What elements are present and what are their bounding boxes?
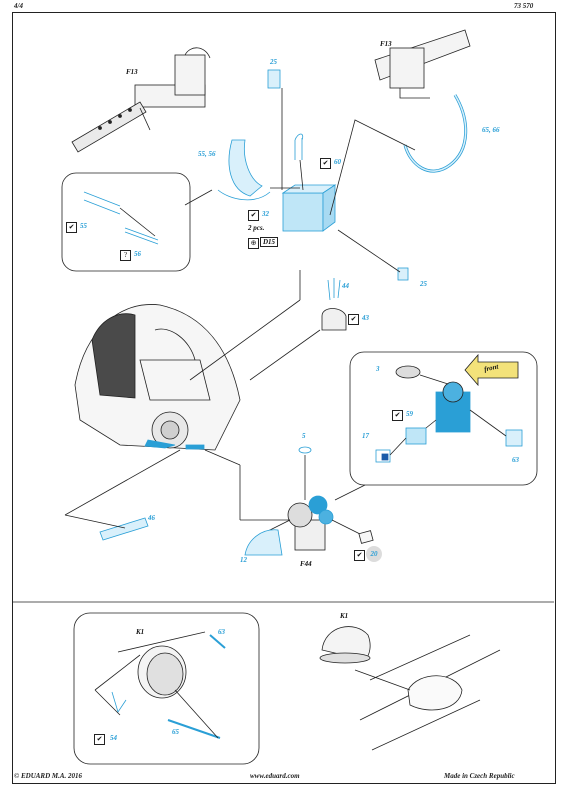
footer-copyright: © EDUARD M.A. 2016 — [14, 772, 83, 780]
part-label-44: 44 — [342, 282, 349, 290]
f13-left-label: F13 — [126, 68, 138, 76]
part-label-65: 65 — [172, 728, 179, 736]
k1-left-label: K1 — [136, 628, 145, 636]
part-label-55: 55 — [80, 222, 87, 230]
check-box: ✔ — [320, 158, 331, 169]
part-label-63: 63 — [512, 456, 519, 464]
part-label-63-bottom: 63 — [218, 628, 225, 636]
kit-code: 73 570 — [514, 2, 534, 10]
part-label-5: 5 — [302, 432, 306, 440]
f44-label: F44 — [300, 560, 312, 568]
machine-gun-right-drawing — [374, 29, 471, 99]
part-label-56: 56 — [134, 250, 141, 258]
part-label-32: 32 — [262, 210, 269, 218]
check-box: ✔ — [66, 222, 77, 233]
check-box: ✔ — [248, 210, 259, 221]
part-label-25-top: 25 — [270, 58, 277, 66]
d15-label: D15 — [260, 237, 279, 247]
part-label-20: 20 — [366, 546, 382, 562]
check-box: ✔ — [348, 314, 359, 325]
part-label-60: 60 — [334, 158, 341, 166]
part-label-43: 43 — [362, 314, 369, 322]
part-label-59: 59 — [406, 410, 413, 418]
part-label-17: 17 — [362, 432, 369, 440]
machine-gun-left-drawing — [71, 47, 211, 153]
check-box: ✔ — [354, 550, 365, 561]
quantity-label: 2 pcs. — [248, 224, 265, 232]
fuselage-drawing — [74, 304, 241, 451]
part-label-3: 3 — [376, 365, 380, 373]
footer-made-in: Made in Czech Republic — [444, 772, 515, 780]
footer-url[interactable]: www.eduard.com — [250, 772, 300, 780]
reference-box: ⊕ — [248, 238, 259, 249]
check-box: ✔ — [94, 734, 105, 745]
part-label-12: 12 — [240, 556, 247, 564]
part-label-25-right: 25 — [420, 280, 427, 288]
gunsight-drawing — [204, 446, 366, 551]
part-label-55-56: 55, 56 — [198, 150, 216, 158]
part-label-46: 46 — [148, 514, 155, 522]
question-box: ? — [120, 250, 131, 261]
part-label-65-66: 65, 66 — [482, 126, 500, 134]
part-label-54: 54 — [110, 734, 117, 742]
page-number: 4/4 — [14, 2, 23, 10]
check-box: ✔ — [392, 410, 403, 421]
k1-right-label: K1 — [340, 612, 349, 620]
page-border — [12, 12, 556, 784]
f13-right-label: F13 — [380, 40, 392, 48]
